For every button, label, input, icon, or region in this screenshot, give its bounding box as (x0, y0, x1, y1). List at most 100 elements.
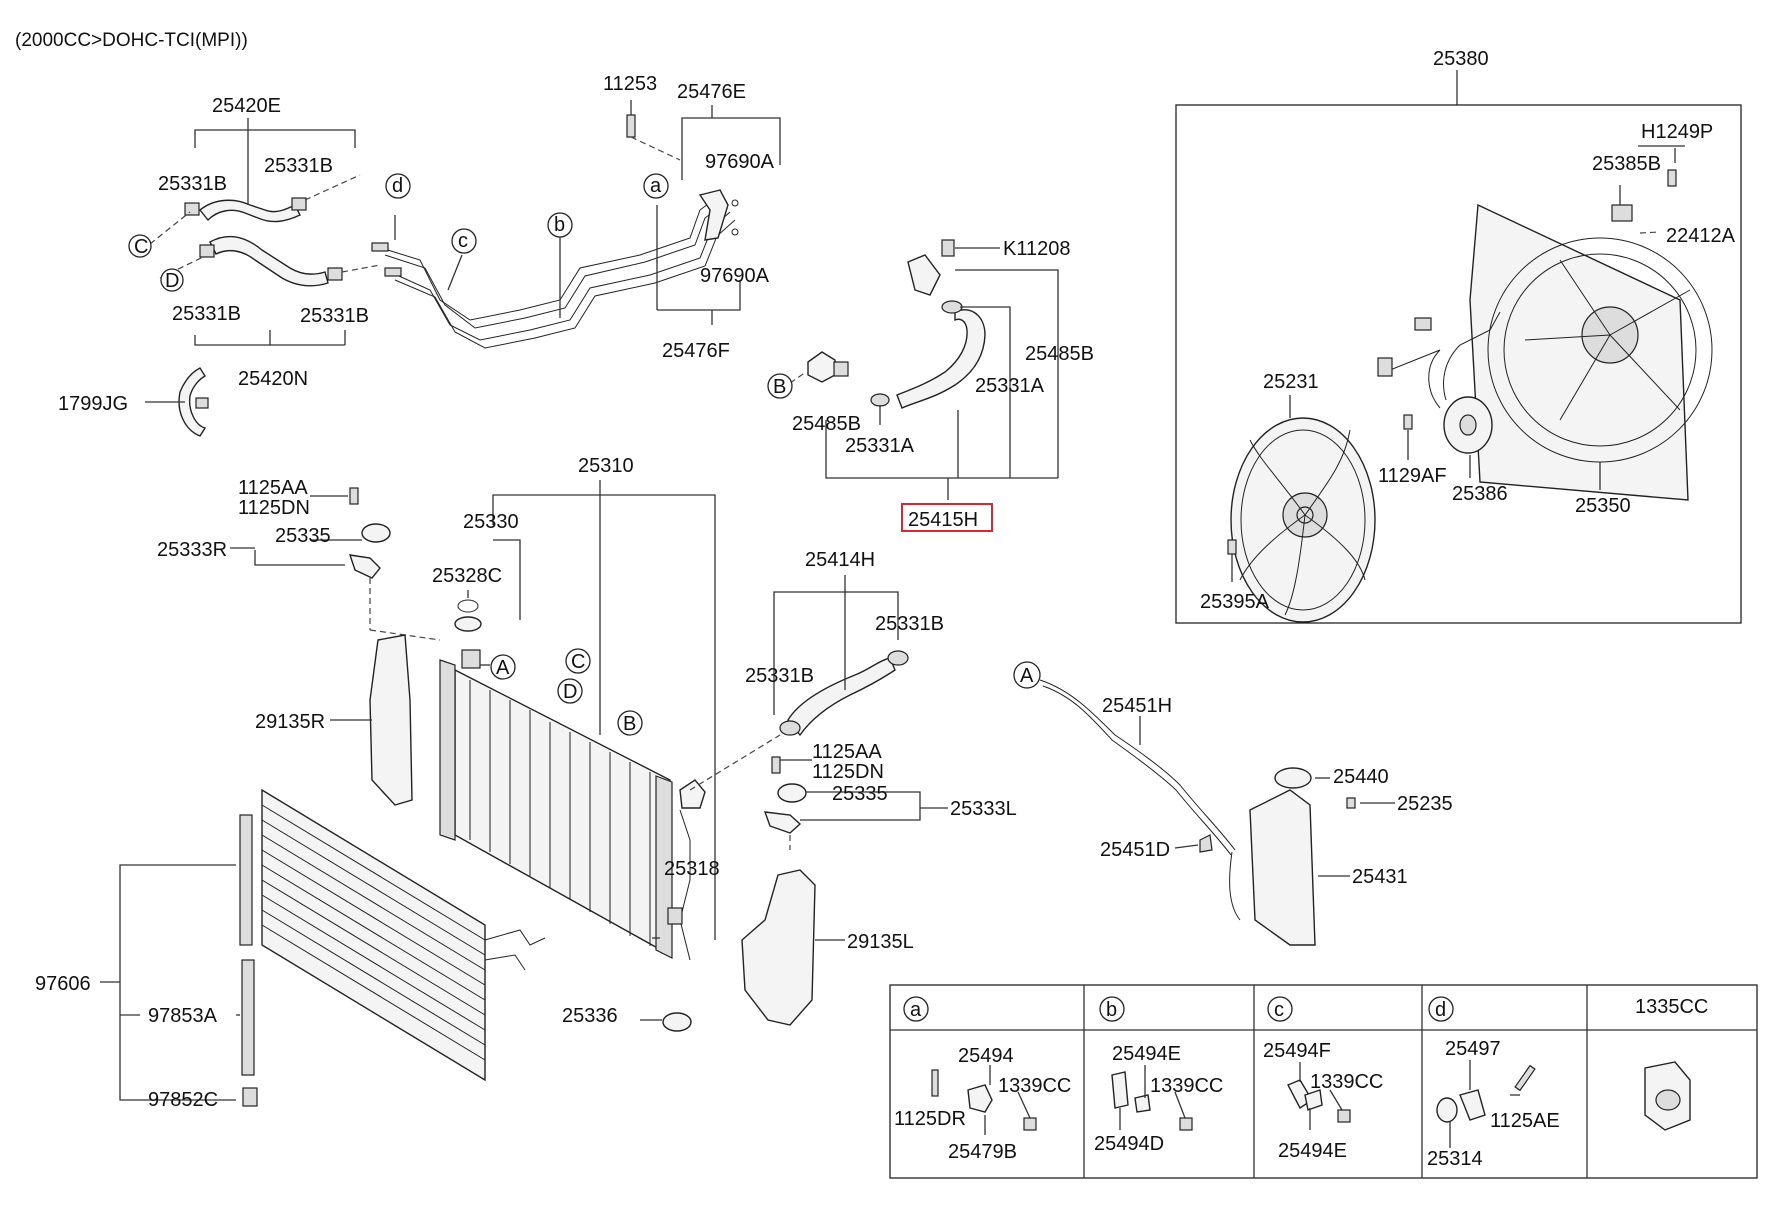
table-a-1339CC: 1339CC (998, 1075, 1071, 1097)
label-25333L: 25333L (950, 798, 1017, 820)
table-a-25494: 25494 (958, 1045, 1014, 1067)
bolt-icon (1227, 539, 1237, 555)
callout-d-rad (557, 678, 583, 704)
label-1125DN: 1125DN (812, 761, 884, 783)
strap-1799JG: 1799JG (58, 367, 209, 437)
label-25386: 25386 (1452, 483, 1508, 505)
label-25331B: 25331B (264, 155, 333, 177)
wire-harness (1389, 349, 1441, 409)
table-a-1125DR: 1125DR (894, 1108, 966, 1130)
label-25380: 25380 (1433, 48, 1489, 70)
bolt-icon (1403, 414, 1413, 430)
condenser-group-97606: 97606 97853A 97852C (35, 788, 546, 1111)
sensor-icon (941, 239, 955, 257)
bracket-icon (967, 1084, 993, 1113)
elbow-icon (807, 351, 836, 383)
label-25476E: 25476E (677, 81, 746, 103)
table-b-1339CC: 1339CC (1150, 1075, 1223, 1097)
label-25420E: 25420E (212, 95, 281, 117)
label-25331B: 25331B (158, 173, 227, 195)
cap-25440 (1274, 767, 1312, 789)
label-25331A: 25331A (845, 435, 915, 457)
hose-group-25414H: 25414H 25331B 25331B (689, 549, 944, 791)
hose-tail (1229, 851, 1241, 921)
clip-25314 (1436, 1097, 1458, 1123)
label-25451D: 25451D (1100, 839, 1170, 861)
label-25331B: 25331B (745, 665, 814, 687)
cap-25330 (454, 616, 482, 632)
clamp-icon (199, 244, 215, 258)
receiver-drier-97853A (239, 814, 253, 946)
clamp-icon (941, 300, 963, 314)
clamp-icon (779, 720, 801, 736)
detail-table-frame (889, 984, 1758, 1179)
label-11253: 11253 (603, 73, 657, 95)
table-header-d: d (1435, 999, 1446, 1021)
table-header-b-circle (1099, 996, 1125, 1022)
hose-group-25415H: B K11208 25485B 25331A 25485B 25331A 254… (767, 238, 1094, 532)
label-K11208: K11208 (1003, 238, 1070, 260)
nut-icon (1337, 1109, 1351, 1123)
hose-group-25420: C D 25420E 25331B 25331B 25331B 25331B 2… (128, 95, 381, 390)
table-header-b: b (1106, 999, 1117, 1021)
callout-a-pipe (643, 173, 669, 199)
label-25331B: 25331B (300, 305, 369, 327)
label-25335: 25335 (275, 525, 331, 547)
callout-c-pipe-label: c (458, 230, 468, 252)
label-1125AA: 1125AA (812, 741, 882, 763)
label-25451H: 25451H (1102, 695, 1172, 717)
bracket-icon (1459, 1089, 1486, 1121)
bushing-25335 (361, 523, 391, 543)
callout-c-rad (565, 648, 591, 674)
label-25331B: 25331B (875, 613, 944, 635)
clamp-icon (327, 267, 343, 281)
air-guard-29135L: 29135L (741, 869, 914, 1026)
clamp-icon (887, 650, 909, 666)
label-97606: 97606 (35, 973, 91, 995)
clamp-icon (184, 202, 200, 216)
drain-icon (667, 907, 683, 925)
outlet-icon (679, 779, 706, 809)
callout-d-rad-label: D (563, 681, 577, 703)
table-c-25494F: 25494F (1263, 1040, 1331, 1062)
callout-c-pipe (451, 228, 477, 254)
pipe-group-25476: d c b a 11253 25476E 97690A 97690A 25476… (371, 73, 781, 362)
table-cell-d: 25497 1125AE 25314 (1427, 1038, 1560, 1170)
air-guard-29135R: 29135R (255, 634, 413, 806)
table-header-c-circle (1267, 996, 1293, 1022)
leader-line (194, 330, 271, 346)
clamp-icon (870, 393, 890, 407)
label-25385B: 25385B (1592, 153, 1661, 175)
callout-a-rad-label: A (496, 657, 510, 679)
label-25330: 25330 (463, 511, 519, 533)
label-25333R: 25333R (157, 539, 227, 561)
mount-group-25333L: 1125AA 1125DN 25335 25333L (763, 741, 1017, 850)
callout-a-pipe-label: a (650, 175, 662, 197)
radiator-core (454, 668, 671, 957)
label-1125AA: 1125AA (238, 477, 308, 499)
label-1129AF: 1129AF (1378, 465, 1447, 487)
diagram-header: (2000CC>DOHC-TCI(MPI)) (15, 30, 248, 51)
table-header-d-circle (1428, 996, 1454, 1022)
table-d-25314: 25314 (1427, 1148, 1483, 1170)
label-25331A: 25331A (975, 375, 1045, 397)
table-cell-c: 25494F 1339CC 25494E (1263, 1040, 1383, 1162)
table-cell-1335CC (1644, 1061, 1691, 1131)
callout-d-left-label: D (165, 270, 179, 292)
label-29135R: 29135R (255, 711, 325, 733)
bracket-25333R (348, 554, 381, 579)
label-97690A: 97690A (700, 265, 770, 287)
nut-icon (1023, 1117, 1037, 1131)
fan-assembly-box (1175, 104, 1742, 624)
callout-d-pipe-label: d (392, 175, 403, 197)
reservoir-group-25431: A 25451H 25440 25235 25451D 25431 (1013, 661, 1453, 946)
table-b-25494E: 25494E (1112, 1043, 1181, 1065)
label-25235: 25235 (1397, 793, 1453, 815)
label-25328C: 25328C (432, 565, 502, 587)
label-25310: 25310 (578, 455, 634, 477)
table-header-1335CC: 1335CC (1635, 996, 1708, 1018)
table-d-1125AE: 1125AE (1490, 1110, 1560, 1132)
bracket-icon (1111, 1071, 1129, 1109)
table-header-a: a (910, 999, 922, 1021)
table-d-25497: 25497 (1445, 1038, 1501, 1060)
